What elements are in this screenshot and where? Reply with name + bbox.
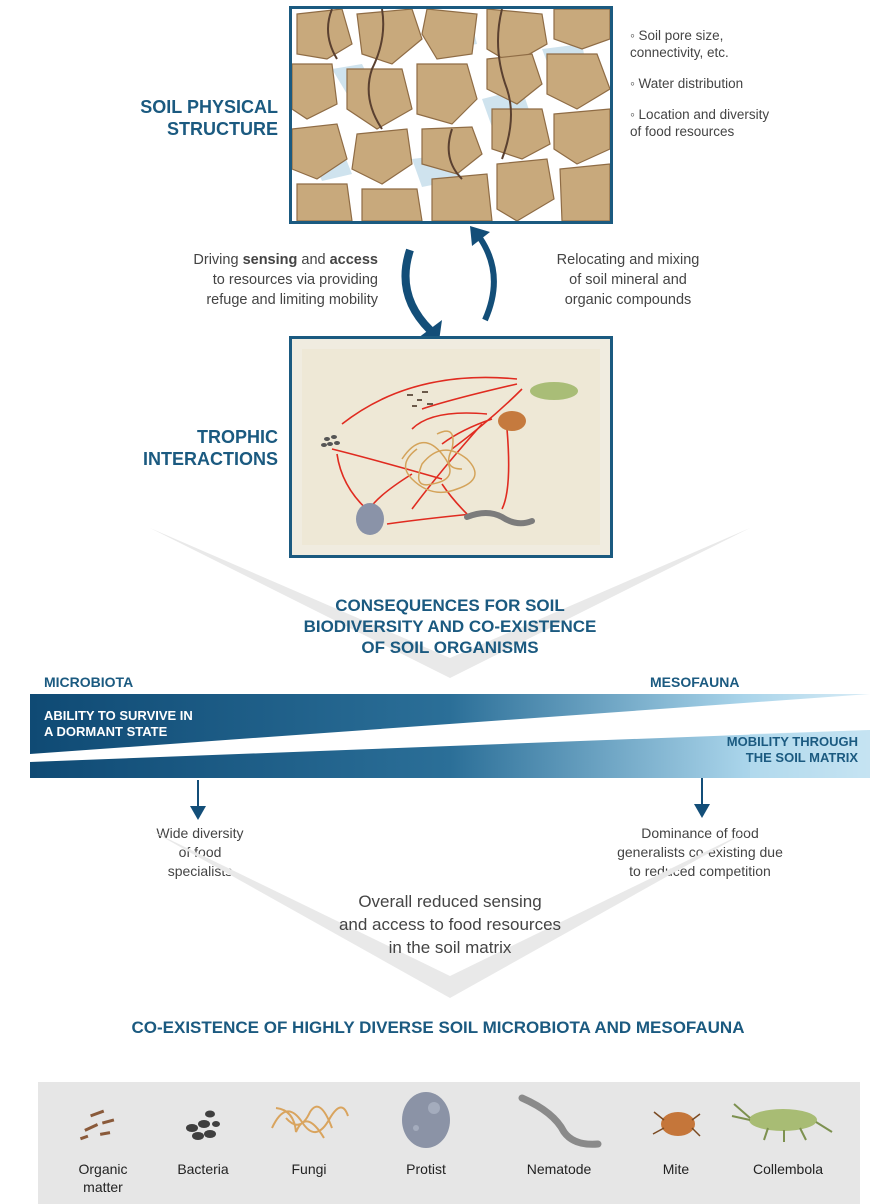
conclusion-heading: CO-EXISTENCE OF HIGHLY DIVERSE SOIL MICR… (131, 1018, 745, 1037)
gradient-wedges (30, 694, 870, 778)
collembola-shape (530, 382, 578, 400)
nematode-shape (464, 510, 535, 527)
food-web-illustration (292, 339, 610, 555)
bullet-pore-size: ◦ Soil pore size, connectivity, etc. (630, 28, 729, 60)
arrow-down-right (694, 778, 710, 818)
dormant-label: ABILITY TO SURVIVE IN A DORMANT STATE (44, 708, 193, 739)
legend-label-collembola: Collembola (752, 1161, 824, 1177)
feedback-arrows (401, 226, 497, 348)
mobility-label: MOBILITY THROUGH THE SOIL MATRIX (726, 734, 858, 765)
mobility-wedge (30, 730, 870, 778)
mite-shape (498, 411, 526, 431)
structure-heading: SOIL PHYSICAL STRUCTURE (140, 97, 278, 139)
protist-icon (402, 1092, 450, 1148)
organic-matter-icon (79, 1109, 115, 1141)
specialists-text: Wide diversity of food specialists (156, 825, 244, 879)
soil-aggregates-illustration (292, 9, 610, 221)
nematode-icon (518, 1094, 602, 1148)
mobility-wedge-fade (750, 730, 870, 778)
legend-label-mite: Mite (662, 1161, 690, 1177)
trophic-panel (289, 336, 613, 558)
bacteria-icon (186, 1110, 220, 1140)
downward-arrow (401, 248, 433, 333)
mite-icon (652, 1111, 701, 1137)
soil-structure-panel (289, 6, 613, 224)
legend-label-nematode: Nematode (526, 1161, 592, 1177)
organic-matter-flecks (407, 391, 433, 407)
fungi-icon (271, 1105, 349, 1139)
protist-shape (356, 503, 384, 535)
bacteria-cluster (321, 435, 340, 447)
relocating-text: Relocating and mixing of soil mineral an… (556, 252, 700, 308)
upward-arrow (477, 236, 497, 322)
consequences-heading: CONSEQUENCES FOR SOIL BIODIVERSITY AND C… (303, 596, 597, 657)
mesofauna-label: MESOFAUNA (650, 674, 740, 690)
reduced-sensing-text: Overall reduced sensing and access to fo… (338, 892, 562, 957)
collembola-icon (731, 1103, 833, 1142)
structure-bullets: ◦ Soil pore size, connectivity, etc. ◦ W… (630, 27, 870, 140)
legend-panel: Organic matter Bacteria Fungi Protist Ne… (38, 1082, 860, 1204)
trophic-heading: TROPHIC INTERACTIONS (143, 427, 278, 469)
legend-label-protist: Protist (406, 1161, 446, 1177)
dormant-wedge (30, 694, 870, 754)
driving-text: Driving sensing and access to resources … (193, 252, 378, 308)
legend-label-bacteria: Bacteria (177, 1161, 229, 1177)
microbiota-label: MICROBIOTA (44, 674, 134, 690)
upward-arrowhead (470, 226, 490, 246)
bullet-food-resources: ◦ Location and diversity of food resourc… (630, 107, 770, 139)
arrow-down-left (190, 780, 206, 820)
fungi-tangle (401, 430, 476, 494)
legend-label-fungi: Fungi (291, 1161, 327, 1177)
legend-label-organic-matter: Organic matter (78, 1161, 128, 1195)
bullet-water: ◦ Water distribution (630, 76, 744, 91)
